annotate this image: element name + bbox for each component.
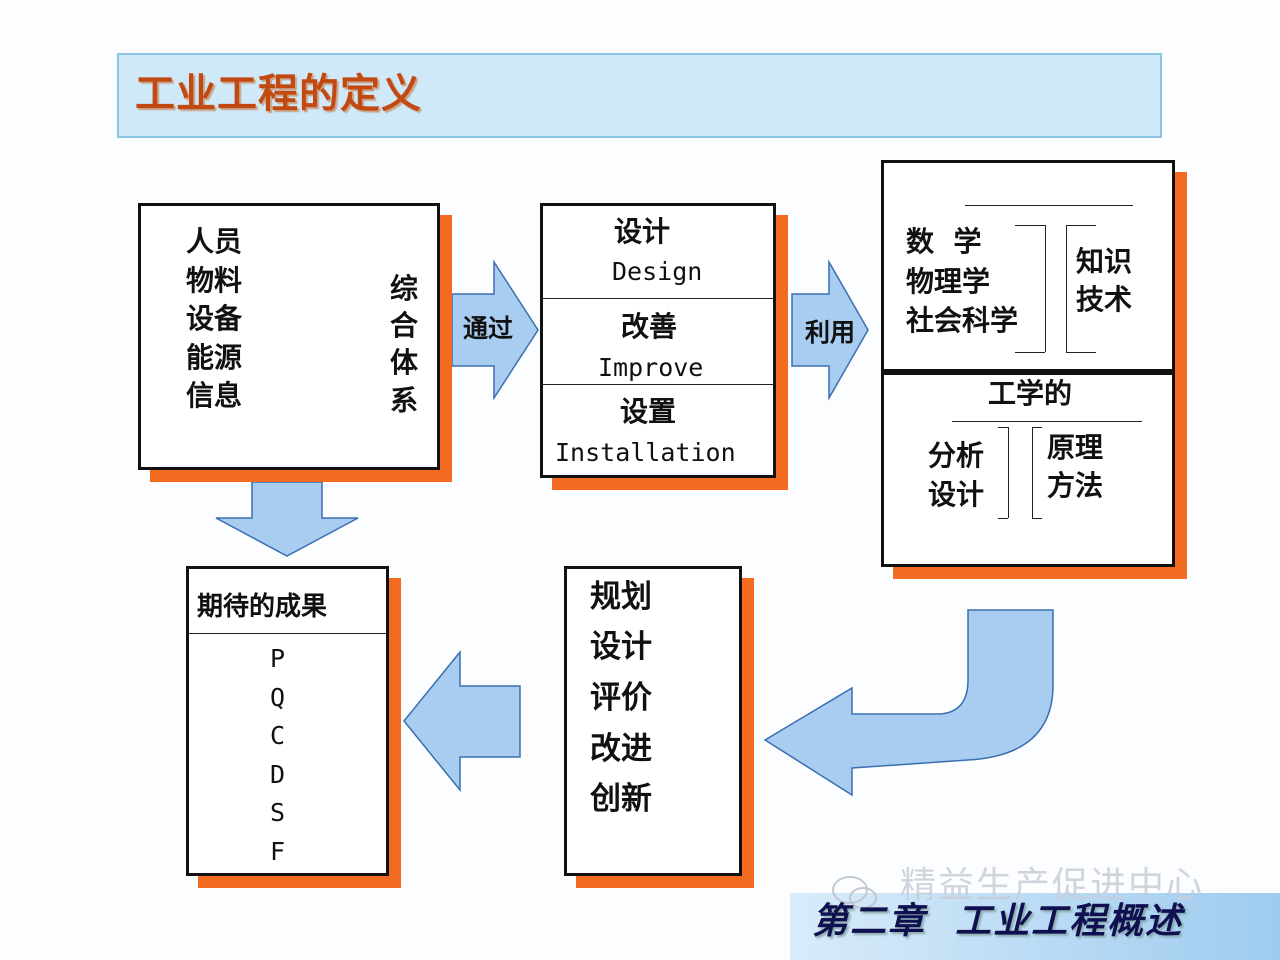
bracket bbox=[1015, 225, 1045, 226]
input-item: 设备 bbox=[186, 302, 243, 335]
divider bbox=[543, 298, 773, 299]
inputs-box bbox=[138, 203, 440, 470]
result-item: D bbox=[270, 760, 286, 789]
input-item: 物料 bbox=[186, 264, 243, 297]
science-item: 物理学 bbox=[906, 265, 991, 298]
results-box bbox=[186, 566, 389, 876]
bracket bbox=[1015, 352, 1045, 353]
integrated-char: 系 bbox=[390, 384, 419, 417]
install-en: Installation bbox=[555, 438, 736, 467]
bracket bbox=[1032, 427, 1042, 428]
eng-left-item: 分析 bbox=[928, 439, 985, 472]
activity-item: 评价 bbox=[590, 680, 652, 716]
results-header: 期待的成果 bbox=[197, 592, 328, 622]
result-item: F bbox=[270, 837, 286, 866]
bracket bbox=[998, 427, 1008, 428]
design-cn: 设计 bbox=[614, 215, 671, 248]
activities-box bbox=[564, 566, 742, 876]
footer-bar bbox=[790, 893, 1280, 960]
improve-cn: 改善 bbox=[621, 310, 678, 343]
bracket bbox=[1066, 225, 1096, 226]
bracket bbox=[1045, 225, 1046, 352]
chapter-title: 第二章 工业工程概述 bbox=[812, 900, 1184, 942]
divider bbox=[189, 633, 386, 634]
use-arrow bbox=[791, 259, 869, 401]
bracket bbox=[998, 518, 1008, 519]
input-item: 人员 bbox=[186, 225, 243, 258]
down-arrow bbox=[215, 481, 359, 557]
input-item: 能源 bbox=[186, 341, 243, 374]
bracket bbox=[1032, 427, 1033, 518]
install-cn: 设置 bbox=[620, 395, 677, 428]
knowledge-item: 技术 bbox=[1076, 283, 1133, 316]
return-curved-arrow bbox=[763, 609, 1054, 797]
result-item: C bbox=[270, 721, 286, 750]
science-item: 数 学 bbox=[906, 225, 982, 258]
knowledge-item: 知识 bbox=[1076, 245, 1133, 278]
design-en: Design bbox=[612, 257, 703, 286]
activity-item: 设计 bbox=[590, 629, 652, 665]
engineering-title: 工学的 bbox=[988, 377, 1073, 410]
bracket bbox=[1032, 518, 1042, 519]
result-item: Q bbox=[270, 683, 286, 712]
watermark-text: 精益生产促进中心 bbox=[900, 865, 1205, 906]
activity-item: 规划 bbox=[590, 579, 652, 615]
page-title: 工业工程的定义 bbox=[135, 70, 422, 117]
eng-right-item: 原理 bbox=[1047, 431, 1104, 464]
eng-left-item: 设计 bbox=[928, 478, 985, 511]
divider bbox=[965, 205, 1133, 206]
activity-item: 创新 bbox=[590, 781, 652, 817]
bracket bbox=[1066, 225, 1067, 352]
to-results-arrow bbox=[403, 649, 521, 793]
input-item: 信息 bbox=[186, 379, 243, 412]
bracket bbox=[1066, 352, 1096, 353]
activity-item: 改进 bbox=[590, 731, 652, 767]
integrated-char: 体 bbox=[390, 346, 419, 379]
result-item: P bbox=[270, 644, 286, 673]
title-bar bbox=[117, 53, 1162, 138]
use-label: 利用 bbox=[805, 318, 856, 347]
eng-right-item: 方法 bbox=[1047, 469, 1104, 502]
through-arrow bbox=[451, 259, 539, 401]
divider bbox=[952, 421, 1142, 422]
science-item: 社会科学 bbox=[906, 304, 1019, 337]
result-item: S bbox=[270, 798, 286, 827]
integrated-char: 综 bbox=[390, 272, 419, 305]
improve-en: Improve bbox=[598, 353, 704, 382]
bracket bbox=[1008, 427, 1009, 518]
engineering-box bbox=[881, 372, 1175, 567]
integrated-char: 合 bbox=[390, 309, 419, 342]
divider bbox=[543, 384, 773, 385]
chat-logo-icon bbox=[832, 876, 877, 909]
knowledge-box bbox=[881, 160, 1175, 372]
methods-box bbox=[540, 203, 776, 478]
through-label: 通过 bbox=[463, 314, 514, 343]
